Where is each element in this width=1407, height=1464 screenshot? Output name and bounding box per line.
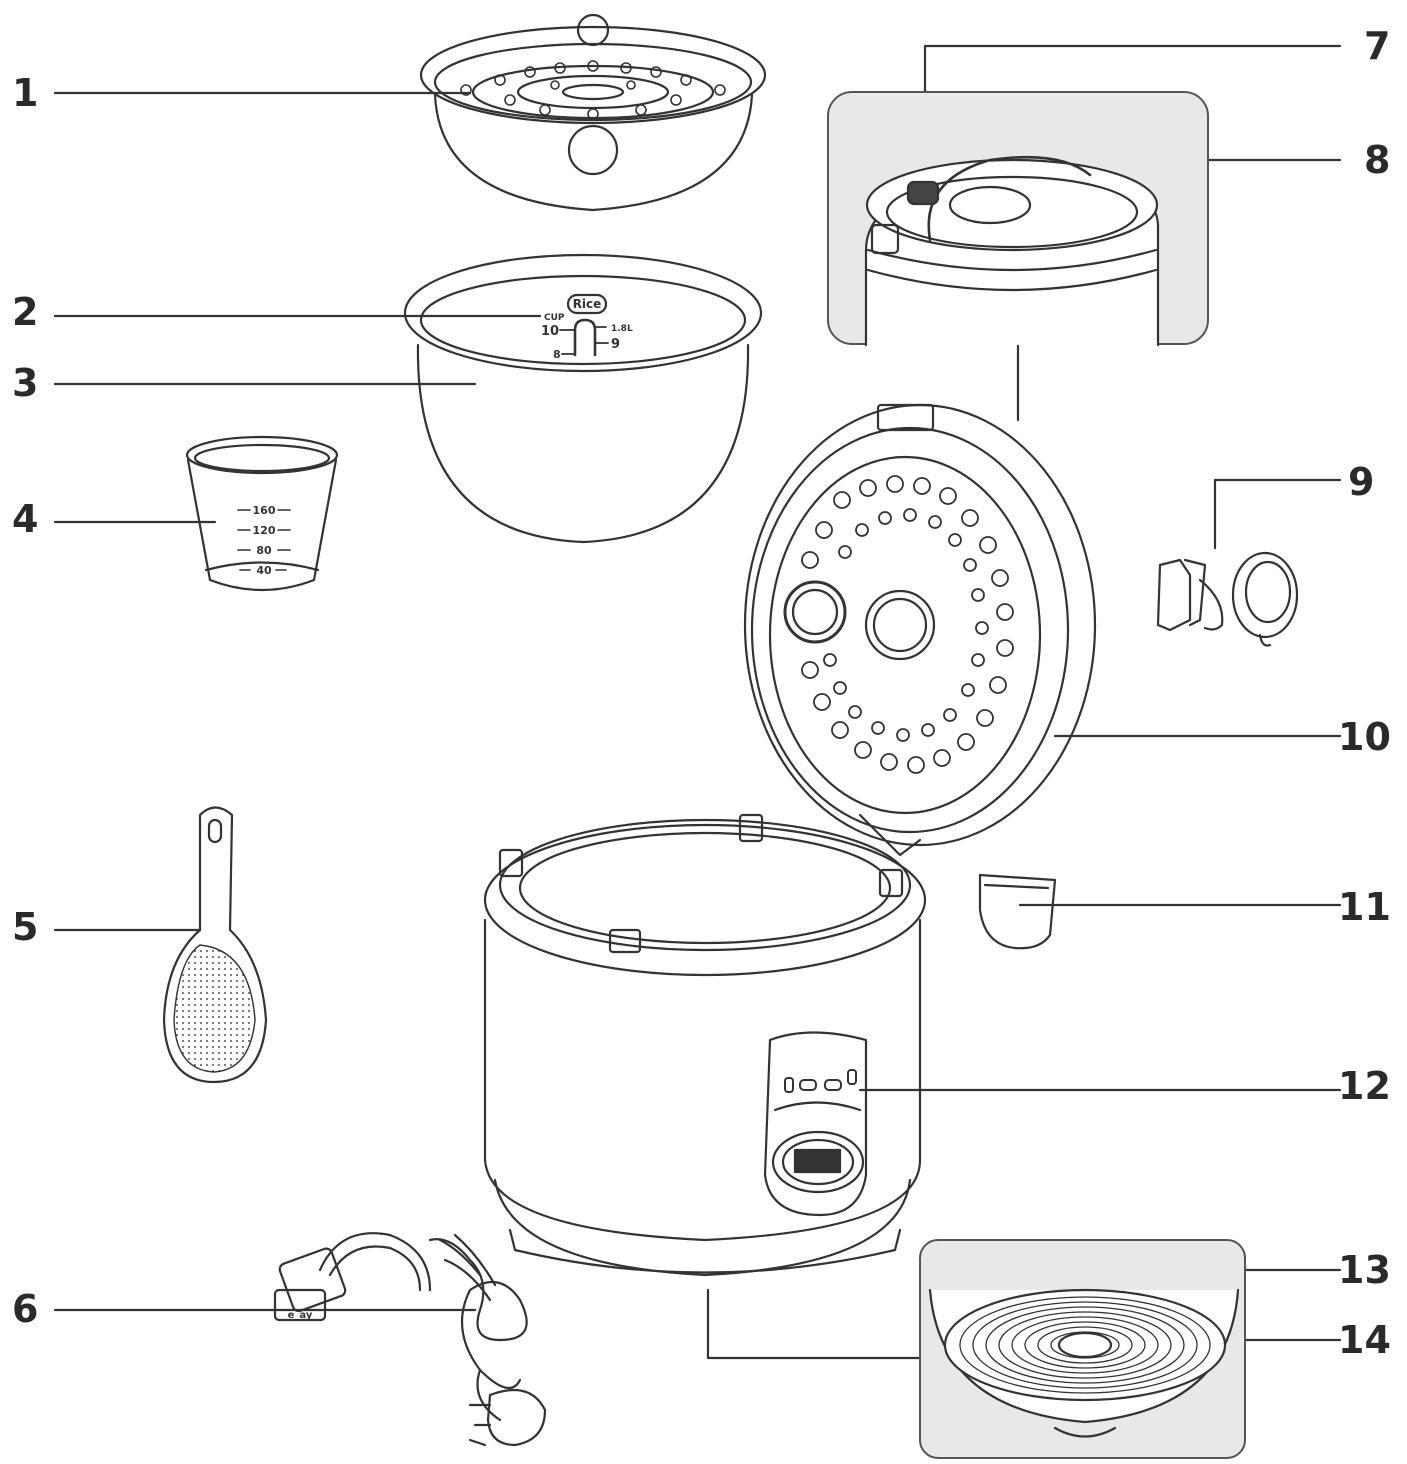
inset-lid-panel <box>827 91 1209 347</box>
leader-lines-left <box>53 91 542 1312</box>
plug-marking: e_ay <box>288 1310 313 1321</box>
power-cord <box>273 1232 547 1447</box>
callout-10: 10 <box>1338 715 1391 759</box>
pot-level-10: 10 <box>541 324 559 339</box>
callout-12: 12 <box>1338 1064 1391 1108</box>
inner-pot <box>403 253 763 544</box>
pot-level-8: 8 <box>553 348 561 361</box>
cup-mark-40: 40 <box>256 564 272 577</box>
measuring-cup <box>185 435 339 592</box>
pot-rice-badge: Rice <box>573 297 602 311</box>
callout-2: 2 <box>12 290 39 334</box>
pot-level-9: 9 <box>611 337 620 352</box>
callout-9: 9 <box>1348 460 1375 504</box>
pot-cup-label: CUP <box>544 313 565 323</box>
callout-5: 5 <box>12 905 39 949</box>
callout-7: 7 <box>1364 24 1391 68</box>
callout-11: 11 <box>1338 885 1391 929</box>
callout-6: 6 <box>12 1287 39 1331</box>
cup-mark-160: 160 <box>253 504 276 517</box>
cup-mark-80: 80 <box>256 544 272 557</box>
condensation-collector <box>978 873 1057 950</box>
rice-spoon <box>162 806 268 1084</box>
cooker-body <box>483 813 927 1277</box>
callout-1: 1 <box>12 71 39 115</box>
callout-13: 13 <box>1338 1248 1391 1292</box>
open-lid <box>743 403 1097 857</box>
cup-mark-120: 120 <box>253 524 276 537</box>
steam-vent <box>1156 551 1299 647</box>
pot-volume: 1.8L <box>611 324 633 334</box>
steamer-basket <box>419 13 767 212</box>
callout-4: 4 <box>12 497 39 541</box>
callout-8: 8 <box>1364 138 1391 182</box>
callout-14: 14 <box>1338 1318 1391 1362</box>
inset-heating-plate-panel <box>919 1239 1246 1459</box>
callout-3: 3 <box>12 361 39 405</box>
